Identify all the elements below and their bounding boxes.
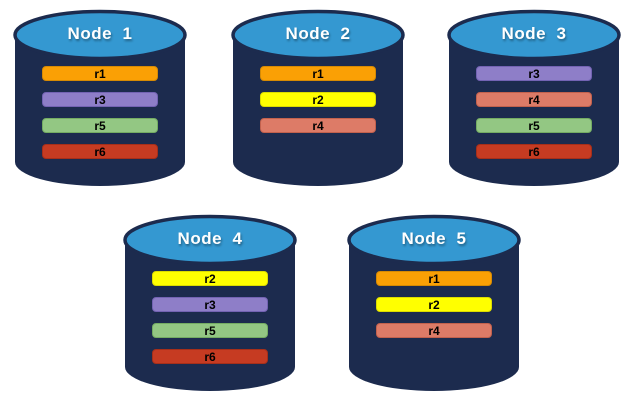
replica-bar-r2: r2 <box>376 297 492 312</box>
replica-bar-r6: r6 <box>42 144 158 159</box>
cylinder-top-ellipse <box>447 9 621 61</box>
replica-bar-r3: r3 <box>42 92 158 107</box>
cylinder-top-ellipse <box>231 9 405 61</box>
replica-bar-r4: r4 <box>376 323 492 338</box>
cylinder-top-ellipse <box>347 214 521 266</box>
replica-list: r1 r3 r5 r6 <box>42 66 158 170</box>
replica-list: r3 r4 r5 r6 <box>476 66 592 170</box>
replica-list: r1 r2 r4 <box>376 271 492 349</box>
replica-bar-r1: r1 <box>260 66 376 81</box>
cylinder-top-ellipse <box>123 214 297 266</box>
replica-bar-r6: r6 <box>152 349 268 364</box>
replica-bar-r5: r5 <box>42 118 158 133</box>
replica-bar-r3: r3 <box>152 297 268 312</box>
replica-bar-r4: r4 <box>260 118 376 133</box>
replica-list: r1 r2 r4 <box>260 66 376 144</box>
replica-bar-r5: r5 <box>152 323 268 338</box>
replica-bar-r2: r2 <box>260 92 376 107</box>
replica-bar-r3: r3 <box>476 66 592 81</box>
replica-bar-r1: r1 <box>376 271 492 286</box>
replica-bar-r1: r1 <box>42 66 158 81</box>
replica-list: r2 r3 r5 r6 <box>152 271 268 375</box>
replica-bar-r2: r2 <box>152 271 268 286</box>
replica-bar-r4: r4 <box>476 92 592 107</box>
cylinder-top-ellipse <box>13 9 187 61</box>
replica-bar-r6: r6 <box>476 144 592 159</box>
replica-bar-r5: r5 <box>476 118 592 133</box>
